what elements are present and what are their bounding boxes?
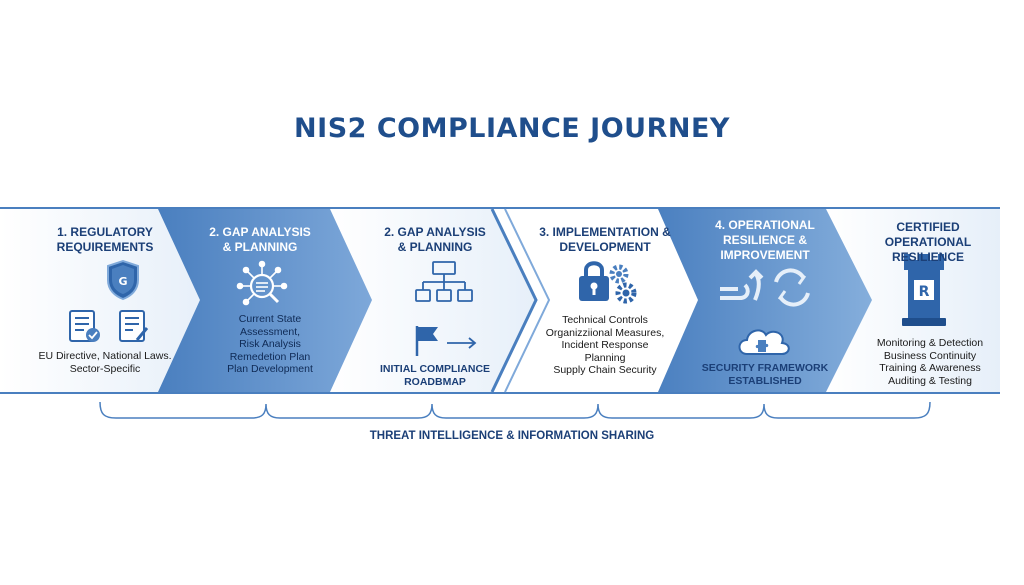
stage-3-heading: 2. GAP ANALYSIS& PLANNING: [384, 225, 486, 254]
stage-1-shape: [0, 209, 210, 392]
lock-gears-icon: [579, 261, 637, 304]
stage-2-heading: 2. GAP ANALYSIS& PLANNING: [209, 225, 311, 254]
chevron-line-3: [490, 208, 538, 393]
network-magnifier-icon: [236, 260, 288, 306]
document-check-icon: [69, 310, 100, 342]
page-title: NIS2 COMPLIANCE JOURNEY: [294, 113, 730, 144]
flag-arrow-icon: [415, 326, 477, 356]
arrows-icon: [720, 269, 764, 301]
svg-text:R: R: [919, 284, 930, 300]
shield-g-icon: G: [107, 259, 139, 301]
tower-r-icon: R: [902, 254, 946, 326]
stage-5-shape: [658, 209, 876, 392]
cloud-puzzle-icon: [738, 329, 790, 355]
document-edit-icon: [119, 310, 149, 342]
chevron-line-4: [504, 208, 551, 393]
refresh-icon: [774, 268, 810, 307]
stage-3-shape: [330, 209, 538, 392]
bottom-bracket: [99, 401, 931, 419]
stage-4-heading: 3. IMPLEMENTATION &DEVELOPMENT: [539, 225, 671, 254]
org-chart-icon: [415, 261, 473, 302]
svg-text:G: G: [118, 275, 127, 288]
stage-1-details: EU Directive, National Laws.Sector-Speci…: [38, 350, 172, 375]
footer-label: THREAT INTELLIGENCE & INFORMATION SHARIN…: [369, 430, 655, 442]
stage-2-shape: [158, 209, 378, 392]
